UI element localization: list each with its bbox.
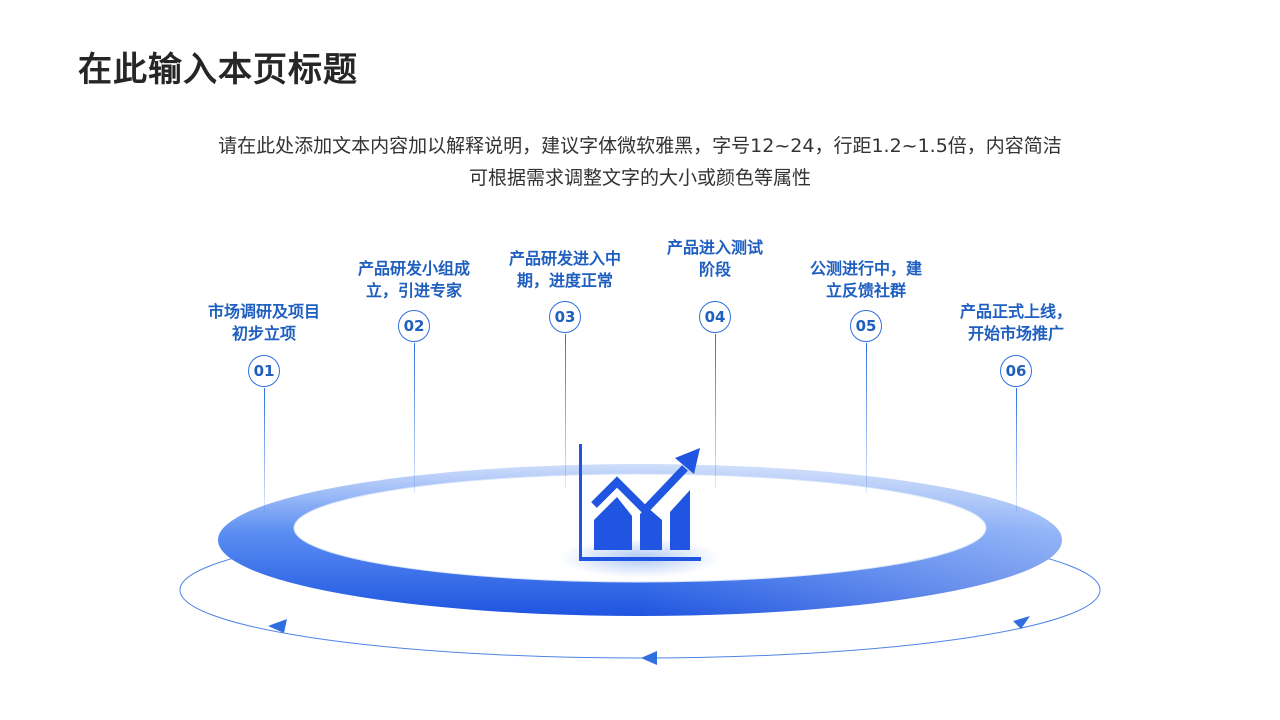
step-label-01: 市场调研及项目 初步立项 (174, 301, 354, 345)
step-06-line-1: 产品正式上线， (959, 302, 1072, 321)
step-03-line-1: 产品研发进入中 (508, 249, 621, 268)
step-03-line-2: 期，进度正常 (516, 271, 613, 290)
rising-chart-icon (579, 444, 701, 561)
orbit-arrow-bottom-icon (641, 651, 657, 665)
step-badge-03: 03 (549, 301, 581, 333)
step-label-03: 产品研发进入中 期，进度正常 (475, 248, 655, 292)
step-line-06 (1016, 388, 1017, 512)
subtitle-line-2: 可根据需求调整文字的大小或颜色等属性 (468, 167, 811, 189)
step-06-line-2: 开始市场推广 (967, 324, 1064, 343)
step-badge-04: 04 (699, 301, 731, 333)
step-badge-05: 05 (850, 310, 882, 342)
step-label-02: 产品研发小组成 立，引进专家 (324, 258, 504, 302)
orbit-arrow-right-icon (1013, 616, 1030, 629)
step-line-05 (866, 343, 867, 493)
step-line-04 (715, 334, 716, 488)
page-title: 在此输入本页标题 (78, 50, 358, 90)
subtitle-line-1: 请在此处添加文本内容加以解释说明，建议字体微软雅黑，字号12~24，行距1.2~… (218, 135, 1062, 157)
step-label-04: 产品进入测试 阶段 (625, 237, 805, 281)
step-02-line-2: 立，引进专家 (365, 281, 462, 300)
step-01-line-1: 市场调研及项目 (207, 302, 320, 321)
subtitle: 请在此处添加文本内容加以解释说明，建议字体微软雅黑，字号12~24，行距1.2~… (140, 130, 1140, 194)
step-05-line-2: 立反馈社群 (825, 281, 906, 300)
step-01-line-2: 初步立项 (231, 324, 296, 343)
step-line-02 (414, 343, 415, 493)
step-04-line-2: 阶段 (698, 260, 731, 279)
step-label-06: 产品正式上线， 开始市场推广 (926, 301, 1106, 345)
step-02-line-1: 产品研发小组成 (357, 259, 470, 278)
step-badge-01: 01 (248, 355, 280, 387)
step-badge-06: 06 (1000, 355, 1032, 387)
step-line-03 (565, 334, 566, 488)
step-line-01 (264, 388, 265, 512)
step-label-05: 公测进行中，建 立反馈社群 (776, 258, 956, 302)
step-badge-02: 02 (398, 310, 430, 342)
step-05-line-1: 公测进行中，建 (809, 259, 922, 278)
step-04-line-1: 产品进入测试 (666, 238, 763, 257)
orbit-arrow-left-icon (268, 619, 287, 633)
